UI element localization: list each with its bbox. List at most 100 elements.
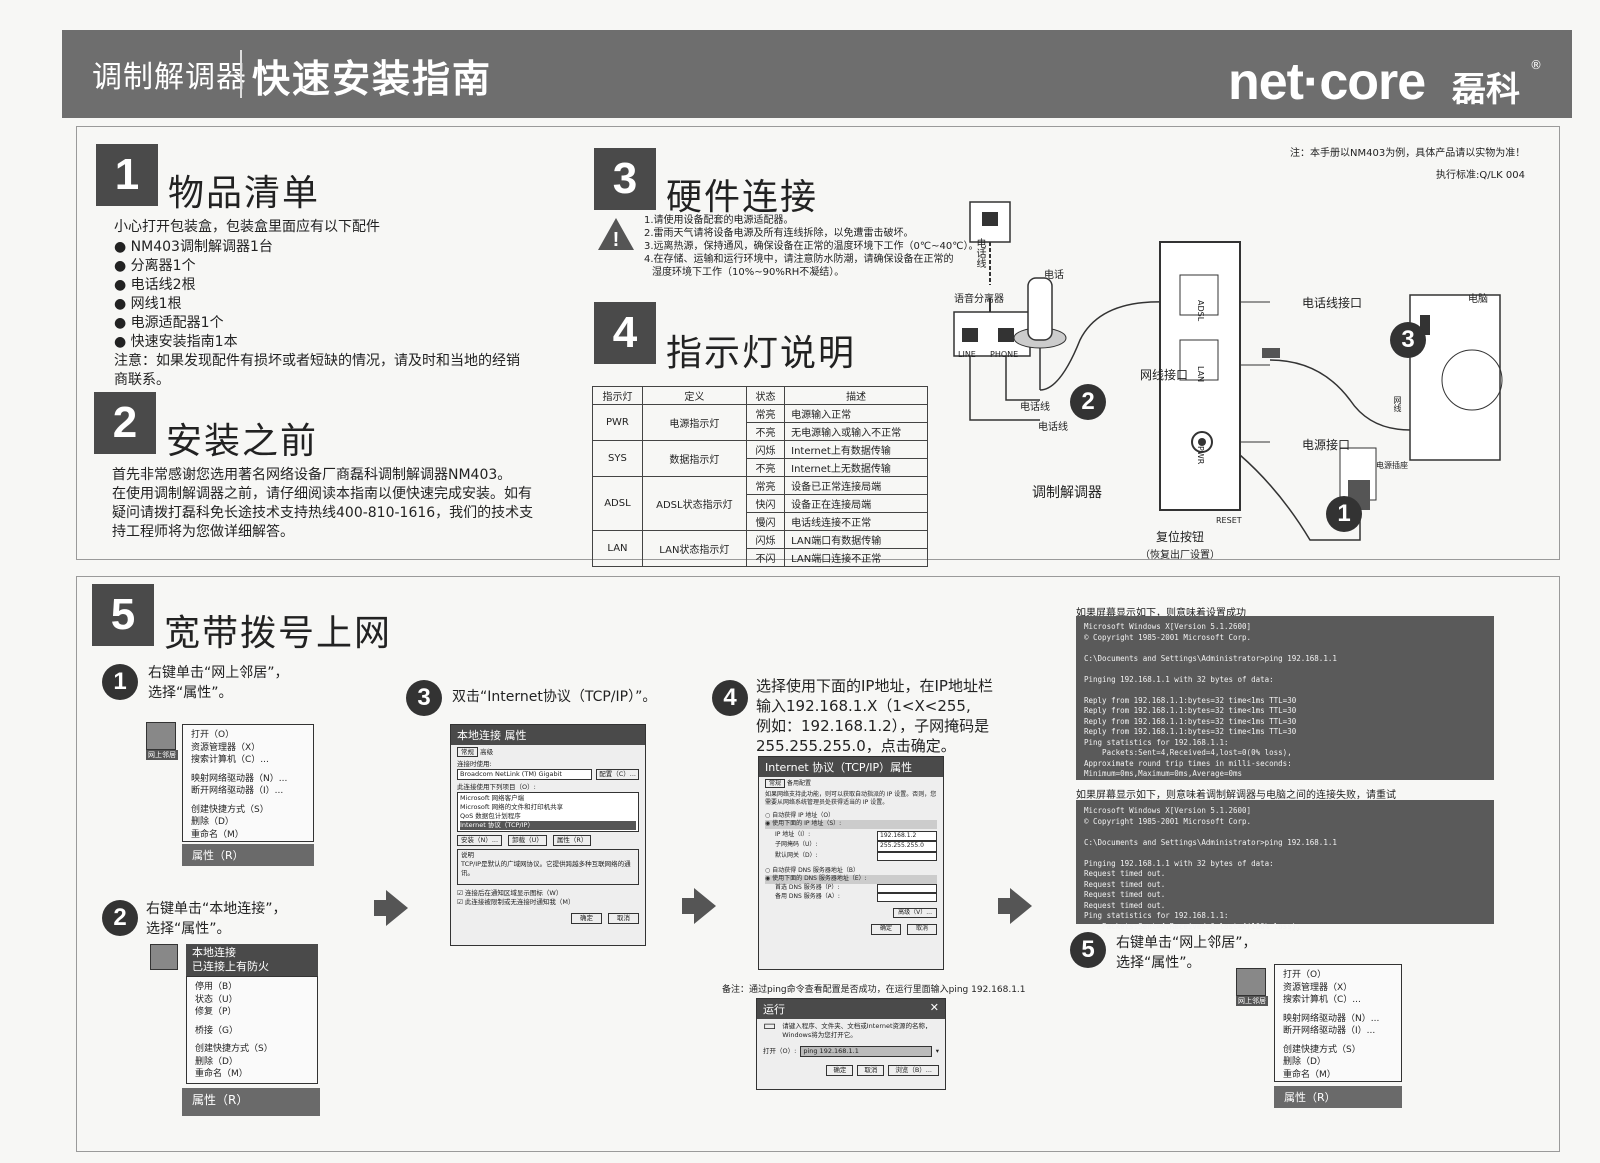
- cancel-button[interactable]: 取消: [857, 1065, 885, 1076]
- advanced-button[interactable]: 高级（V）...: [893, 907, 937, 918]
- menu-item[interactable]: 修复（P）: [195, 1007, 237, 1017]
- hw-step-1-badge: 1: [1326, 496, 1362, 532]
- table-row: 不闪 LAN端口连接不正常: [593, 548, 928, 567]
- ip-address-field[interactable]: 192.168.1.2: [877, 830, 937, 841]
- connect-using-label: 连接时使用:: [457, 760, 492, 768]
- computer-label: 电脑: [1468, 294, 1488, 305]
- menu-item[interactable]: 打开（O）: [1283, 970, 1327, 980]
- table-row: 不亮 Internet上无数据传输: [593, 458, 928, 477]
- led-definition: 数据指示灯: [641, 440, 747, 477]
- context-menu-local: 停用（B） 状态（U） 修复（P） 桥接（G） 创建快捷方式（S） 删除（D） …: [186, 976, 318, 1084]
- menu-item[interactable]: 映射网络驱动器（N）...: [191, 773, 288, 784]
- list-item[interactable]: QoS 数据包计划程序: [460, 812, 521, 820]
- chevron-down-icon[interactable]: ▾: [935, 1047, 939, 1055]
- menu-item[interactable]: 删除（D）: [1283, 1057, 1326, 1067]
- sec2-line: 在使用调制解调器之前，请仔细阅读本指南以便快速完成安装。如有: [112, 486, 532, 502]
- network-places-icon[interactable]: [146, 722, 176, 750]
- line-port-label: LINE: [958, 350, 976, 359]
- browse-button[interactable]: 浏览（B）...: [888, 1065, 939, 1076]
- ok-button[interactable]: 确定: [826, 1065, 854, 1076]
- power-port-callout: 电源接口: [1302, 438, 1351, 452]
- network-places-icon[interactable]: [1236, 968, 1266, 996]
- list-item-tcpip[interactable]: Internet 协议（TCP/IP）: [460, 821, 636, 830]
- list-item: ● 网线1根: [114, 296, 182, 312]
- menu-item[interactable]: 资源管理器（X）: [191, 742, 261, 753]
- tab-general[interactable]: 常规: [457, 747, 478, 757]
- menu-item[interactable]: 创建快捷方式（S）: [195, 1044, 273, 1054]
- step-2-text-1: 右键单击“本地连接”，: [146, 901, 287, 917]
- auto-ip-radio[interactable]: 自动获得 IP 地址（O）: [772, 811, 835, 819]
- menu-item[interactable]: 创建快捷方式（S）: [191, 804, 269, 815]
- parts-list: ● NM403调制解调器1台 ● 分离器1个 ● 电话线2根 ● 网线1根 ● …: [114, 238, 273, 352]
- list-item[interactable]: Microsoft 网络的文件和打印机共享: [460, 803, 564, 811]
- section-number-3: 3: [594, 148, 656, 210]
- menu-item[interactable]: 重命名（M）: [195, 1069, 248, 1079]
- gateway-field[interactable]: [877, 851, 937, 861]
- menu-item[interactable]: 创建快捷方式（S）: [1283, 1044, 1361, 1055]
- menu-item[interactable]: 重命名（M）: [1283, 1069, 1336, 1080]
- dns2-label: 备用 DNS 服务器（A）:: [775, 892, 840, 900]
- led-name: ADSL: [592, 476, 643, 531]
- local-connection-icon[interactable]: [150, 944, 178, 970]
- menu-item[interactable]: 搜索计算机（C）...: [191, 755, 269, 765]
- menu-item[interactable]: 资源管理器（X）: [1283, 982, 1353, 993]
- run-icon: ▭: [763, 1018, 777, 1034]
- menu-item[interactable]: 打开（O）: [191, 730, 235, 740]
- flow-arrow-icon: [694, 888, 716, 924]
- menu-item[interactable]: 停用（B）: [195, 982, 238, 992]
- run-command-input[interactable]: ping 192.168.1.1: [800, 1046, 932, 1057]
- tab-alternate[interactable]: 备用配置: [786, 780, 811, 787]
- step-1-text-1: 右键单击“网上邻居”，: [148, 665, 289, 681]
- menu-item[interactable]: 断开网络驱动器（I）...: [191, 786, 284, 796]
- dns2-field[interactable]: [877, 892, 937, 902]
- menu-item[interactable]: 映射网络驱动器（N）...: [1283, 1013, 1380, 1024]
- fail-caption: 如果屏幕显示如下，则意味着调制解调器与电脑之间的连接失败，请重试: [1076, 790, 1396, 801]
- menu-item-properties[interactable]: 属性（R）: [182, 844, 314, 866]
- led-state: 不亮: [745, 458, 786, 477]
- reset-sub-callout: （恢复出厂设置）: [1140, 550, 1220, 561]
- subnet-mask-field[interactable]: 255.255.255.0: [877, 841, 937, 852]
- led-description: 电话线连接不正常: [784, 512, 928, 531]
- phone-port-label: PHONE: [990, 350, 1019, 359]
- configure-button[interactable]: 配置（C）...: [596, 769, 639, 780]
- properties-button[interactable]: 属性（R）: [552, 835, 592, 846]
- menu-item[interactable]: 状态（U）: [195, 994, 238, 1005]
- show-icon-checkbox[interactable]: 连接后在通知区域显示图标（W）: [464, 889, 563, 897]
- items-label: 此连接使用下列项目（O）:: [457, 783, 536, 791]
- menu-item[interactable]: 桥接（G）: [195, 1025, 238, 1036]
- column-header: 状态: [745, 386, 786, 405]
- cancel-button[interactable]: 取消: [906, 924, 937, 935]
- cancel-button[interactable]: 取消: [608, 913, 639, 924]
- menu-item[interactable]: 删除（D）: [191, 817, 234, 827]
- menu-item-properties-local[interactable]: 属性（R）: [182, 1088, 320, 1116]
- menu-item[interactable]: 重命名（M）: [191, 829, 244, 840]
- header-subtitle: 调制解调器: [92, 60, 247, 95]
- install-button[interactable]: 安装（N）...: [457, 835, 503, 846]
- notify-checkbox[interactable]: 此连接被限制或无连接时通知我（M）: [464, 898, 575, 906]
- flow-arrow-stem: [998, 898, 1012, 914]
- step-1-badge: 1: [102, 664, 138, 700]
- led-state: 不闪: [745, 548, 786, 567]
- manual-ip-radio[interactable]: 使用下面的 IP 地址（S）:: [772, 820, 842, 827]
- menu-item[interactable]: 删除（D）: [195, 1056, 238, 1067]
- step-4-line: 255.255.255.0，点击确定。: [756, 737, 956, 755]
- section-number-5: 5: [92, 584, 154, 646]
- ok-button[interactable]: 确定: [870, 924, 901, 935]
- manual-dns-radio[interactable]: 使用下面的 DNS 服务器地址（E）:: [772, 875, 867, 882]
- auto-dns-radio[interactable]: 自动获得 DNS 服务器地址（B）: [772, 866, 860, 874]
- tab-advanced[interactable]: 高级: [480, 748, 494, 756]
- uninstall-button[interactable]: 卸载（U）: [508, 835, 547, 846]
- ok-button[interactable]: 确定: [571, 913, 602, 924]
- menu-item[interactable]: 断开网络驱动器（I）...: [1283, 1026, 1376, 1036]
- dns1-field[interactable]: [877, 883, 937, 893]
- description-box: 说明 TCP/IP是默认的广域网协议。它提供跨越多种互联网络的通讯。: [457, 849, 639, 885]
- list-item[interactable]: Microsoft 网络客户端: [460, 794, 525, 802]
- tab-general[interactable]: 常规: [765, 779, 786, 788]
- menu-item[interactable]: 搜索计算机（C）...: [1283, 995, 1361, 1005]
- table-row: PWR 电源指示灯 常亮 电源输入正常: [592, 404, 928, 441]
- led-definition: 电源指示灯: [641, 404, 747, 441]
- pwr-port-label: PWR: [1196, 446, 1205, 465]
- menu-item-properties-2[interactable]: 属性（R）: [1274, 1086, 1402, 1108]
- close-icon[interactable]: ✕: [929, 1001, 939, 1014]
- context-menu-network-2: 打开（O） 资源管理器（X） 搜索计算机（C）... 映射网络驱动器（N）...…: [1274, 964, 1402, 1082]
